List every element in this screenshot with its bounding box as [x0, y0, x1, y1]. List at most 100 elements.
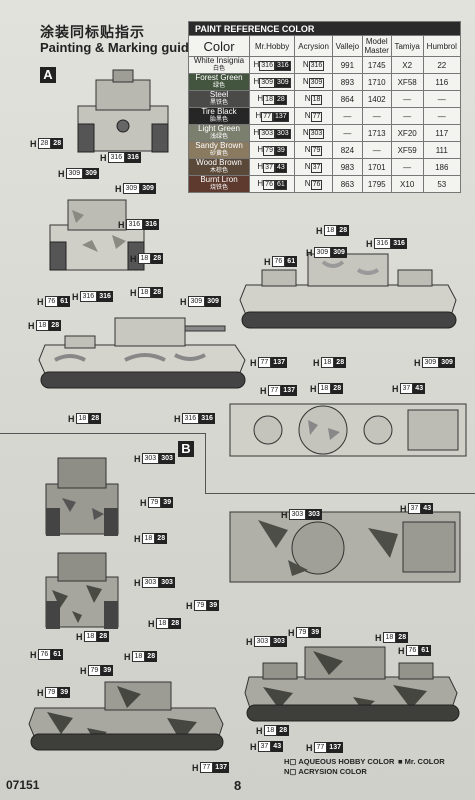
callout-hobby-code: 18 — [83, 631, 98, 642]
tank-side-view-a3 — [38, 317, 246, 389]
callout-mr-code: 39 — [207, 600, 220, 611]
tamiya-code: — — [390, 90, 424, 108]
callout-hobby-code: 309 — [122, 183, 141, 194]
callout-mr-code: 28 — [151, 287, 164, 298]
mm-code: 1795 — [361, 175, 392, 193]
callout-mr-code: 61 — [419, 645, 432, 656]
tank-side-view-b5 — [244, 646, 460, 722]
mm-code: 1701 — [361, 158, 392, 176]
callout-prefix: H — [180, 296, 187, 307]
callout-mr-code: 28 — [277, 725, 290, 736]
callout-mr-code: 43 — [271, 741, 284, 752]
callout-mr-code: 43 — [421, 503, 434, 514]
callout-prefix: H — [392, 383, 399, 394]
callout-prefix: H — [264, 256, 271, 267]
callout-hobby-code: 316 — [79, 291, 98, 302]
callout-hobby-code: 316 — [125, 219, 144, 230]
callout-mr-code: 39 — [309, 627, 322, 638]
callout-mr-code: 303 — [306, 509, 322, 520]
callout-hobby-code: 303 — [288, 509, 307, 520]
tank-side-view-a4 — [239, 253, 457, 329]
callout-mr-code: 28 — [396, 632, 409, 643]
callout-hobby-code: 18 — [137, 287, 152, 298]
tank-top-view-a5 — [229, 403, 467, 457]
callout-mr-code: 39 — [101, 665, 114, 676]
callout-hobby-code: 77 — [267, 385, 282, 396]
column-header: Color — [188, 35, 250, 57]
callout-hobby-code: 18 — [137, 253, 152, 264]
callout-hobby-code: 37 — [257, 741, 272, 752]
vallejo-code: 991 — [332, 56, 363, 74]
paint-table-title: PAINT REFERENCE COLOR — [188, 21, 461, 36]
callout-prefix: H — [398, 645, 405, 656]
humbrol-code: 186 — [422, 158, 462, 176]
callout-hobby-code: 37 — [407, 503, 422, 514]
callout-hobby-code: 18 — [323, 225, 338, 236]
callout-hobby-code: 18 — [75, 413, 90, 424]
callout-hobby-code: 303 — [141, 453, 160, 464]
callout-prefix: H — [30, 138, 37, 149]
callout-hobby-code: 77 — [313, 742, 328, 753]
mm-code: — — [361, 141, 392, 159]
callout-prefix: H — [130, 287, 137, 298]
humbrol-code: 116 — [422, 73, 462, 91]
callout-mr-code: 316 — [199, 413, 215, 424]
tamiya-code: — — [390, 107, 424, 125]
humbrol-code: — — [422, 90, 462, 108]
callout-hobby-code: 309 — [313, 247, 332, 258]
legend-hobby: H▢ AQUEOUS HOBBY COLOR — [284, 757, 395, 766]
page-title: Painting & Marking guide — [40, 40, 197, 55]
callout-hobby-code: 18 — [263, 725, 278, 736]
vallejo-code: 983 — [332, 158, 363, 176]
section-divider — [205, 433, 206, 493]
callout-prefix: H — [250, 741, 257, 752]
callout-mr-code: 309 — [140, 183, 156, 194]
callout-hobby-code: 79 — [44, 687, 59, 698]
callout-mr-code: 61 — [58, 296, 71, 307]
callout-mr-code: 43 — [413, 383, 426, 394]
callout-prefix: H — [366, 238, 373, 249]
callout-prefix: H — [174, 413, 181, 424]
mm-code: 1710 — [361, 73, 392, 91]
callout-mr-code: 28 — [145, 651, 158, 662]
section-b-marker: B — [178, 441, 194, 457]
callout-mr-code: 28 — [151, 253, 164, 264]
callout-mr-code: 137 — [281, 385, 297, 396]
page-title-chinese: 涂装同标贴指示 — [40, 24, 145, 40]
callout-prefix: H — [118, 219, 125, 230]
tank-front-view-a2 — [49, 199, 145, 271]
callout-prefix: H — [134, 577, 141, 588]
column-header: Vallejo — [332, 35, 363, 57]
callout-prefix: H — [316, 225, 323, 236]
callout-mr-code: 137 — [327, 742, 343, 753]
callout-hobby-code: 79 — [193, 600, 208, 611]
callout-mr-code: 28 — [337, 225, 350, 236]
